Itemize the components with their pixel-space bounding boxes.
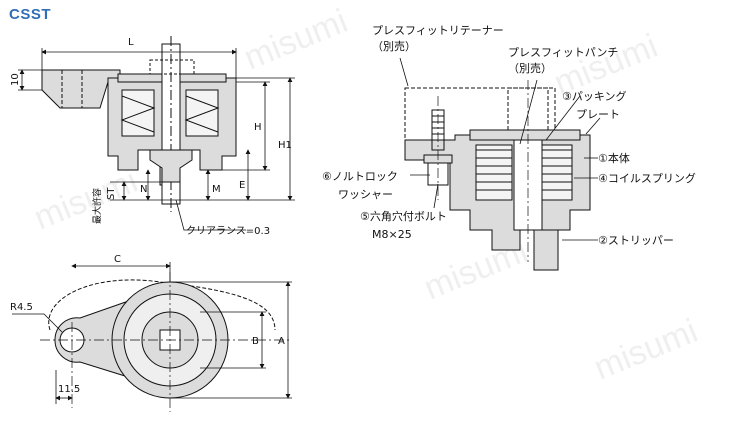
label-punch: プレスフィットパンチ <box>508 46 618 59</box>
label-body: ①本体 <box>598 151 630 165</box>
label-packing: ③パッキング <box>562 89 627 103</box>
plan-dimension-labels: C R4.5 B A 11.5 <box>10 254 285 395</box>
label-bolt: ⑤六角穴付ボルト <box>360 209 447 223</box>
dim-11-5: 11.5 <box>58 384 80 395</box>
plan-dimensions <box>12 262 292 404</box>
label-retainer: プレスフィットリテーナー <box>372 24 504 37</box>
dim-max-st: 最大許容 <box>91 188 103 224</box>
assembly-leaders <box>399 57 601 241</box>
dim-A: A <box>278 336 285 347</box>
label-spring: ④コイルスプリング <box>598 171 696 185</box>
watermark-text: misumi <box>589 312 703 388</box>
plan-view <box>40 272 290 412</box>
assembly-labels: プレスフィットリテーナー （別売） プレスフィットパンチ （別売） ③パッキング… <box>322 24 696 247</box>
dim-H1: H1 <box>278 140 292 151</box>
product-code-title: CSST <box>9 6 52 23</box>
dim-L: L <box>128 37 134 48</box>
dim-clearance: クリアランス=0.3 <box>186 225 270 237</box>
section-dimensions <box>18 48 295 231</box>
watermark-text: misumi <box>239 2 353 78</box>
dim-N: N <box>140 184 147 195</box>
dim-10: 10 <box>10 73 21 86</box>
section-view-left <box>41 36 237 212</box>
dim-st: ST <box>106 187 117 200</box>
label-bolt-2: M8×25 <box>372 228 412 241</box>
dim-C: C <box>114 254 121 265</box>
dim-E: E <box>239 180 245 191</box>
label-retainer-note: （別売） <box>372 40 416 53</box>
label-stripper: ②ストリッパー <box>598 234 674 247</box>
label-punch-note: （別売） <box>508 62 552 75</box>
dim-R: R4.5 <box>10 302 33 313</box>
section-dimension-labels: L 10 H H1 E M N 最大許容 ST クリアランス=0.3 <box>10 37 292 237</box>
label-plate: プレート <box>576 108 620 121</box>
dim-B: B <box>252 336 259 347</box>
label-washer: ⑥ノルトロック <box>322 170 398 183</box>
dim-H: H <box>254 122 262 133</box>
assembly-view-right <box>404 80 591 271</box>
label-washer-2: ワッシャー <box>338 188 393 201</box>
dim-M: M <box>212 184 221 195</box>
